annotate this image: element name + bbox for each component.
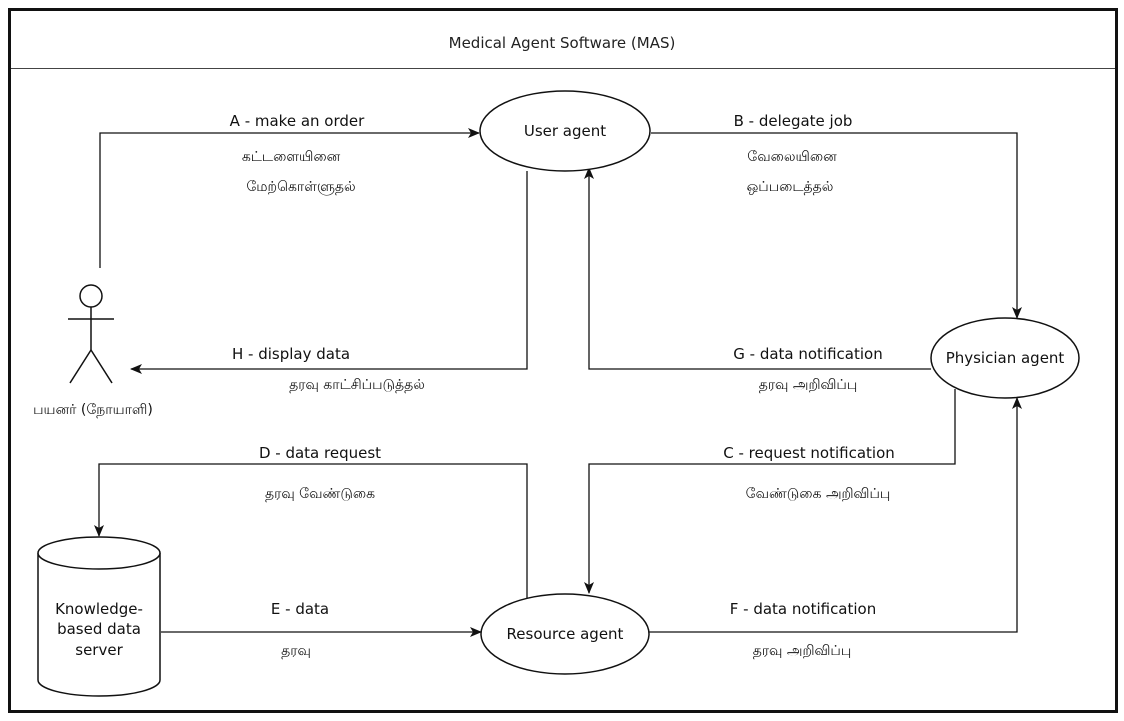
- physician-agent-label: Physician agent: [946, 349, 1065, 367]
- edge-g-tamil: தரவு அறிவிப்பு: [759, 377, 858, 393]
- edge-c: [584, 389, 956, 594]
- edge-d-tamil: தரவு வேண்டுகை: [265, 486, 375, 502]
- patient-actor-icon: [68, 284, 114, 384]
- server-label-1: Knowledge-: [55, 600, 143, 618]
- resource-agent-label: Resource agent: [507, 625, 624, 643]
- edge-h-label: H - display data: [232, 345, 350, 363]
- edge-a-tamil-2: மேற்கொள்ளுதல்: [246, 179, 355, 196]
- edge-a-tamil-1: கட்டளையினை: [242, 149, 341, 165]
- edge-b: [651, 132, 1022, 319]
- edge-b-tamil-2: ஒப்படைத்தல்: [747, 179, 834, 195]
- edge-a: [99, 128, 480, 268]
- edge-c-label: C - request notification: [723, 444, 895, 462]
- edge-c-tamil: வேண்டுகை அறிவிப்பு: [746, 486, 891, 502]
- patient-label: பயனர் (நோயாளி): [33, 402, 153, 418]
- physician-agent-node: Physician agent: [930, 317, 1080, 399]
- edge-f-label: F - data notification: [730, 600, 876, 618]
- edge-e-tamil: தரவு: [281, 643, 311, 659]
- user-agent-label: User agent: [524, 122, 606, 140]
- diagram-frame: [8, 8, 1118, 713]
- edge-d: [94, 463, 528, 598]
- knowledge-server-node: Knowledge- based data server: [37, 536, 161, 697]
- edge-b-tamil-1: வேலையினை: [747, 149, 837, 165]
- edge-d-label: D - data request: [259, 444, 381, 462]
- edge-h-tamil: தரவு காட்சிப்படுத்தல்: [289, 377, 425, 393]
- edge-f: [649, 397, 1022, 633]
- header-divider: [11, 68, 1115, 69]
- edge-e-label: E - data: [271, 600, 329, 618]
- edge-h: [130, 171, 528, 374]
- edge-b-label: B - delegate job: [734, 112, 853, 130]
- user-agent-node: User agent: [479, 90, 651, 172]
- resource-agent-node: Resource agent: [480, 593, 650, 675]
- server-label-3: server: [75, 641, 123, 659]
- edge-g: [584, 167, 931, 370]
- diagram-title: Medical Agent Software (MAS): [448, 34, 676, 52]
- edge-a-label: A - make an order: [230, 112, 365, 130]
- server-label-2: based data: [57, 620, 141, 638]
- edge-f-tamil: தரவு அறிவிப்பு: [753, 643, 852, 659]
- edge-g-label: G - data notification: [733, 345, 882, 363]
